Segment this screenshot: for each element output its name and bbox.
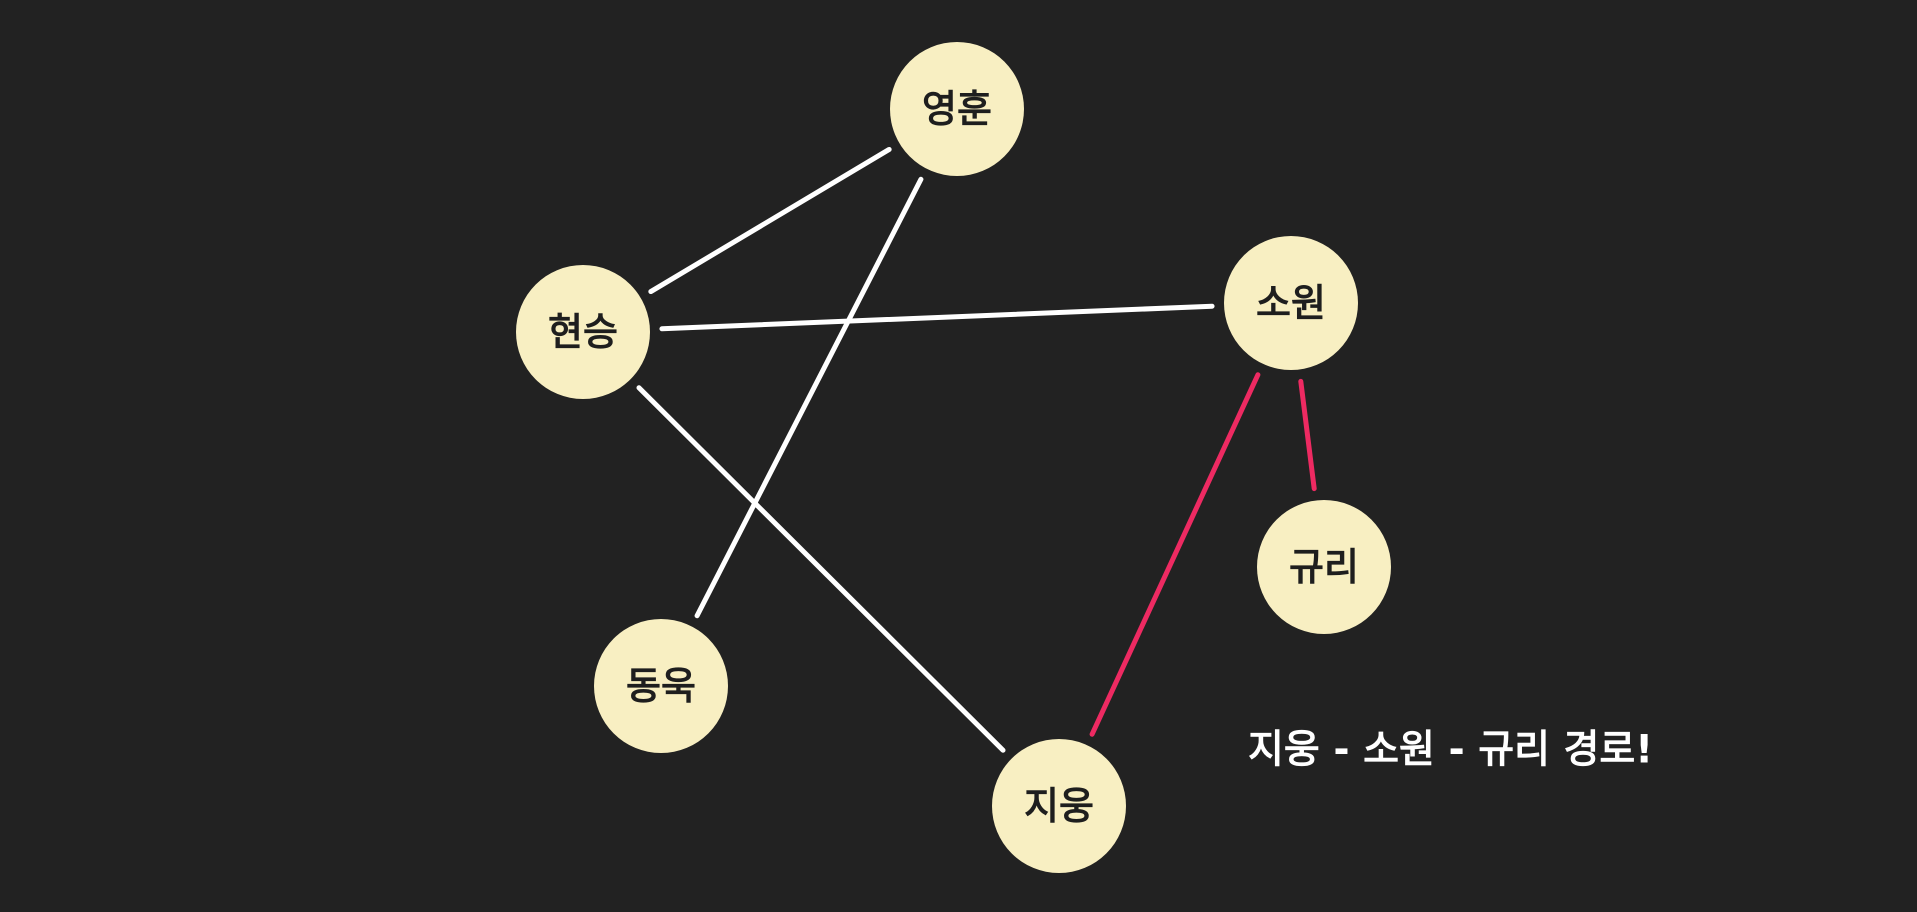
- node-circle: [594, 619, 728, 753]
- edges-layer: [636, 146, 1317, 753]
- node-dongwook: 동욱: [594, 619, 728, 753]
- edge-hyunseung-jiwoong: [636, 385, 1006, 753]
- node-circle: [1224, 236, 1358, 370]
- node-label: 지웅: [1024, 784, 1094, 828]
- edge-sowon-gyuri-highlighted: [1298, 378, 1317, 492]
- node-hyunseung: 현승: [516, 265, 650, 399]
- node-label: 동욱: [626, 664, 696, 708]
- node-circle: [1257, 500, 1391, 634]
- node-circle: [890, 42, 1024, 176]
- node-label: 현승: [548, 310, 618, 354]
- node-circle: [516, 265, 650, 399]
- node-younghoon: 영훈: [890, 42, 1024, 176]
- edge-hyunseung-younghoon: [648, 146, 892, 295]
- node-jiwoong: 지웅: [992, 739, 1126, 873]
- edge-sowon-jiwoong-highlighted: [1089, 372, 1261, 737]
- node-gyuri: 규리: [1257, 500, 1391, 634]
- node-label: 규리: [1289, 545, 1359, 589]
- node-sowon: 소원: [1224, 236, 1358, 370]
- edge-hyunseung-sowon: [659, 303, 1215, 332]
- path-caption: 지웅 - 소원 - 규리 경로!: [1248, 728, 1653, 773]
- node-circle: [992, 739, 1126, 873]
- node-label: 영훈: [922, 87, 992, 131]
- edge-younghoon-dongwook: [694, 176, 924, 619]
- node-label: 소원: [1256, 281, 1326, 325]
